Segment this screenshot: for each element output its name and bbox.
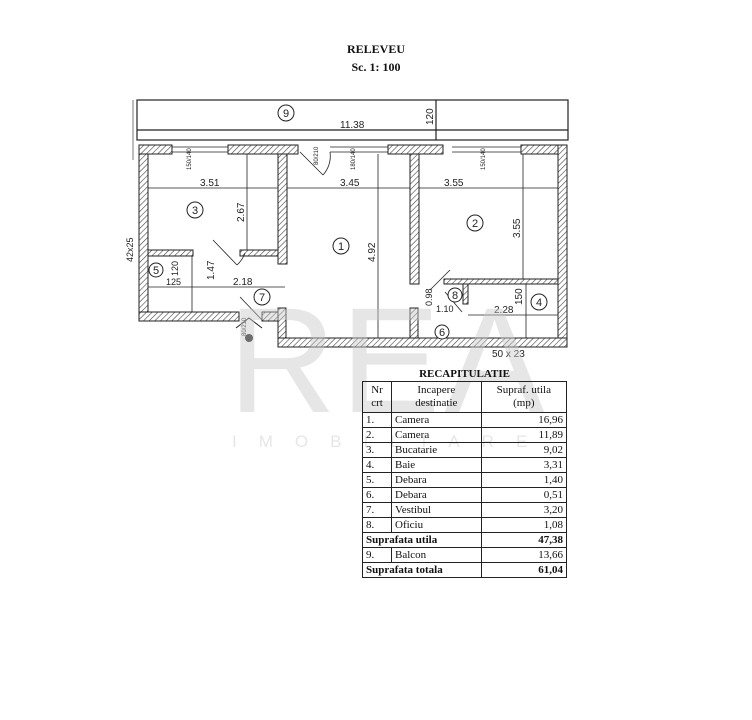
dim-balcony-door: 80/210 [314, 146, 320, 165]
room-nr: 1. [362, 412, 392, 428]
balcony-row: 9. Balcon 13,66 [362, 547, 568, 563]
room-nr: 7. [362, 502, 392, 518]
room-nr: 6. [362, 487, 392, 503]
dim-window-3: 150/140 [481, 148, 487, 170]
subtotal-row: Suprafata utila 47,38 [362, 532, 568, 548]
recap-table: Nr crt Incapere destinatie Supraf. utila… [362, 381, 568, 578]
dim-hall-height: 1.47 [206, 260, 217, 280]
header-room: Incapere destinatie [391, 381, 482, 413]
room-name: Bucatarie [391, 442, 482, 458]
room-area: 3,31 [480, 457, 568, 473]
dim-bath-height: 150 [514, 288, 525, 305]
room-nr: 4. [362, 457, 392, 473]
dim-room1-depth: 4.92 [367, 242, 378, 262]
room-name: Debara [391, 472, 482, 488]
dim-bath-width: 2.28 [494, 305, 514, 316]
room-nr: 2. [362, 427, 392, 443]
room-name: Debara [391, 487, 482, 503]
dim-room5-height: 120 [170, 261, 180, 276]
walls [138, 144, 568, 348]
dim-left-window: 42x25 [125, 237, 135, 262]
room-name: Camera [391, 427, 482, 443]
room-area: 16,96 [480, 412, 568, 428]
room-area: 9,02 [480, 442, 568, 458]
header-nr: Nr crt [362, 381, 392, 413]
room-area: 1,40 [480, 472, 568, 488]
header-area: Supraf. utila (mp) [480, 381, 568, 413]
total-row: Suprafata totala 61,04 [362, 562, 568, 578]
subtotal-label: Suprafata utila [362, 532, 482, 548]
room-5-label: 5 [153, 265, 159, 277]
room-3-label: 3 [192, 205, 198, 217]
dim-office-width: 1.10 [436, 304, 454, 314]
room-6-label: 6 [439, 327, 445, 339]
room-area: 3,20 [480, 502, 568, 518]
plan-scale: Sc. 1: 100 [351, 60, 401, 74]
room-1-label: 1 [338, 241, 344, 253]
plan-title: RELEVEU [346, 42, 405, 56]
room-numbers: 9 3 1 2 4 5 6 7 8 [148, 104, 548, 340]
room-nr: 5. [362, 472, 392, 488]
total-label: Suprafata totala [362, 562, 482, 578]
room-area: 11,89 [480, 427, 568, 443]
dim-room2-width: 3.55 [444, 178, 464, 189]
room-area: 0,51 [480, 487, 568, 503]
room-area: 1,08 [480, 517, 568, 533]
balcony-area: 13,66 [480, 547, 568, 563]
dimension-labels: 11.38 120 3.51 2.67 3.45 4.92 3.55 3.55 … [125, 108, 525, 360]
room-7-label: 7 [259, 292, 265, 304]
room-4-label: 4 [536, 297, 542, 309]
room-name: Camera [391, 412, 482, 428]
dim-room5-width: 125 [166, 277, 181, 287]
recap-title: RECAPITULATIE [419, 368, 510, 380]
dim-balcony-depth: 120 [425, 108, 436, 125]
dim-office-height: 0.98 [424, 288, 434, 306]
dim-window-1: 150/140 [187, 148, 193, 170]
balcony-outline [136, 99, 569, 141]
room-nr: 8. [362, 517, 392, 533]
dim-room3-depth: 2.67 [236, 202, 247, 222]
room-name: Oficiu [391, 517, 482, 533]
dim-room1-width: 3.45 [340, 178, 360, 189]
dim-window-2: 180/140 [351, 148, 357, 170]
dim-room3-width: 3.51 [200, 178, 220, 189]
subtotal-area: 47,38 [480, 532, 568, 548]
dim-vent: 50 x 23 [492, 349, 525, 360]
balcony-name: Balcon [391, 547, 482, 563]
dim-room2-depth: 3.55 [512, 218, 523, 238]
balcony-nr: 9. [362, 547, 392, 563]
dim-entry-door: 80/210 [242, 317, 248, 336]
room-9-label: 9 [283, 108, 289, 120]
table-header-row: Nr crt Incapere destinatie Supraf. utila… [362, 381, 568, 413]
dim-balcony-length: 11.38 [340, 120, 365, 131]
room-nr: 3. [362, 442, 392, 458]
room-name: Vestibul [391, 502, 482, 518]
dim-hall-width: 2.18 [233, 277, 253, 288]
total-area: 61,04 [480, 562, 568, 578]
room-8-label: 8 [452, 290, 458, 302]
entrance-marker-icon [245, 334, 253, 342]
room-name: Baie [391, 457, 482, 473]
room-2-label: 2 [472, 218, 478, 230]
